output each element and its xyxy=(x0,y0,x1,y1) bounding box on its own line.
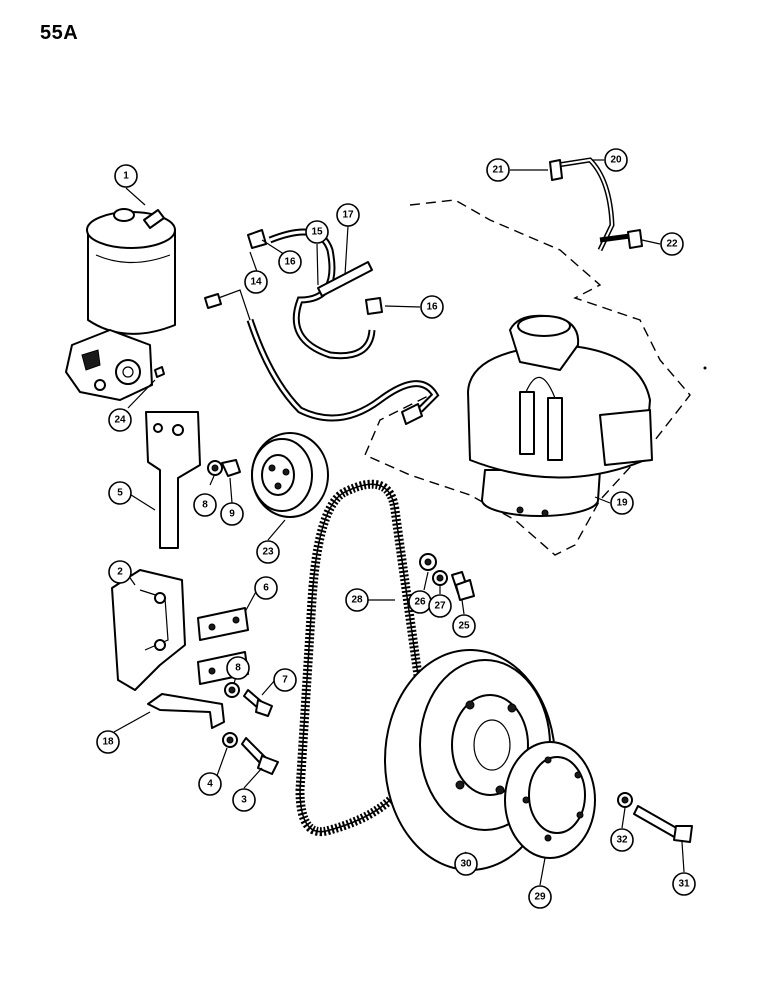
callout-8a: 8 xyxy=(193,493,217,517)
assembly-boundary-dashed xyxy=(364,199,691,556)
svg-text:9: 9 xyxy=(229,509,235,520)
bolt-25 xyxy=(451,571,475,601)
hose-clamp-16-lower xyxy=(365,297,383,315)
hydraulic-pump-assembly xyxy=(467,314,653,517)
callout-29: 29 xyxy=(528,885,552,909)
line-fitting-end xyxy=(401,403,423,425)
svg-text:24: 24 xyxy=(114,415,126,426)
washer-4 xyxy=(222,732,238,748)
svg-text:1: 1 xyxy=(123,171,129,182)
callout-1: 1 xyxy=(114,164,138,188)
pressure-hose-14 xyxy=(204,289,440,422)
svg-text:8: 8 xyxy=(202,500,208,511)
svg-text:25: 25 xyxy=(458,621,470,632)
power-steering-pump xyxy=(65,329,165,401)
callout-4: 4 xyxy=(198,772,222,796)
svg-text:4: 4 xyxy=(207,779,213,790)
callout-32: 32 xyxy=(610,828,634,852)
nut-9 xyxy=(221,459,241,477)
hydraulic-line-20 xyxy=(557,157,631,252)
svg-text:21: 21 xyxy=(492,165,504,176)
fitting-22 xyxy=(627,229,643,249)
callout-26: 26 xyxy=(408,590,432,614)
callout-18: 18 xyxy=(96,730,120,754)
svg-text:17: 17 xyxy=(342,210,354,221)
pump-pulley xyxy=(251,432,329,518)
svg-text:29: 29 xyxy=(534,892,546,903)
callout-31: 31 xyxy=(672,872,696,896)
stray-dot xyxy=(703,366,707,370)
hose-clamp-16-upper xyxy=(247,229,267,249)
svg-text:5: 5 xyxy=(117,488,123,499)
callout-16a: 16 xyxy=(278,250,302,274)
svg-text:2: 2 xyxy=(117,567,123,578)
svg-text:23: 23 xyxy=(262,547,274,558)
svg-text:30: 30 xyxy=(460,859,472,870)
drive-belt xyxy=(295,479,428,836)
callout-15: 15 xyxy=(305,220,329,244)
svg-text:32: 32 xyxy=(616,835,628,846)
svg-text:26: 26 xyxy=(414,597,426,608)
callout-19: 19 xyxy=(610,491,634,515)
callout-28: 28 xyxy=(345,588,369,612)
svg-text:31: 31 xyxy=(678,879,690,890)
svg-text:28: 28 xyxy=(351,595,363,606)
callout-2: 2 xyxy=(108,560,132,584)
callout-27: 27 xyxy=(428,594,452,618)
callout-8b: 8 xyxy=(226,656,250,680)
svg-text:22: 22 xyxy=(666,239,678,250)
bolt-7 xyxy=(243,689,273,717)
callout-30: 30 xyxy=(454,852,478,876)
callout-5: 5 xyxy=(108,481,132,505)
washer-8-lower xyxy=(224,682,240,698)
svg-text:16: 16 xyxy=(426,302,438,313)
hose-sleeve-17 xyxy=(317,261,373,297)
svg-text:14: 14 xyxy=(250,277,262,288)
svg-text:8: 8 xyxy=(235,663,241,674)
pump-mounting-bracket xyxy=(145,411,201,549)
nut-27 xyxy=(432,570,448,586)
washer-8-top xyxy=(207,460,223,476)
callout-7: 7 xyxy=(273,668,297,692)
svg-text:6: 6 xyxy=(263,583,269,594)
washer-26 xyxy=(419,553,437,571)
washer-32 xyxy=(617,792,633,808)
callout-16b: 16 xyxy=(420,295,444,319)
callout-6: 6 xyxy=(254,576,278,600)
bolt-31 xyxy=(633,805,693,843)
svg-text:15: 15 xyxy=(311,227,323,238)
bolt-3 xyxy=(241,737,279,775)
callout-24: 24 xyxy=(108,408,132,432)
callout-22: 22 xyxy=(660,232,684,256)
fitting-21 xyxy=(549,159,563,181)
svg-text:20: 20 xyxy=(610,155,622,166)
callout-9: 9 xyxy=(220,502,244,526)
svg-text:27: 27 xyxy=(434,601,446,612)
svg-text:18: 18 xyxy=(102,737,114,748)
support-strap xyxy=(147,693,225,729)
callout-17: 17 xyxy=(336,203,360,227)
damper-plate xyxy=(504,741,596,859)
svg-text:3: 3 xyxy=(241,795,247,806)
callout-23: 23 xyxy=(256,540,280,564)
page-number-label: 55A xyxy=(40,22,79,44)
svg-text:16: 16 xyxy=(284,257,296,268)
svg-text:19: 19 xyxy=(616,498,628,509)
spacer-plate-upper xyxy=(197,607,249,641)
callout-14: 14 xyxy=(244,270,268,294)
lower-mount-bracket xyxy=(111,569,186,691)
callout-25: 25 xyxy=(452,614,476,638)
svg-text:7: 7 xyxy=(282,675,288,686)
callout-20: 20 xyxy=(604,148,628,172)
callout-21: 21 xyxy=(486,158,510,182)
power-steering-reservoir xyxy=(86,208,176,335)
callout-3: 3 xyxy=(232,788,256,812)
